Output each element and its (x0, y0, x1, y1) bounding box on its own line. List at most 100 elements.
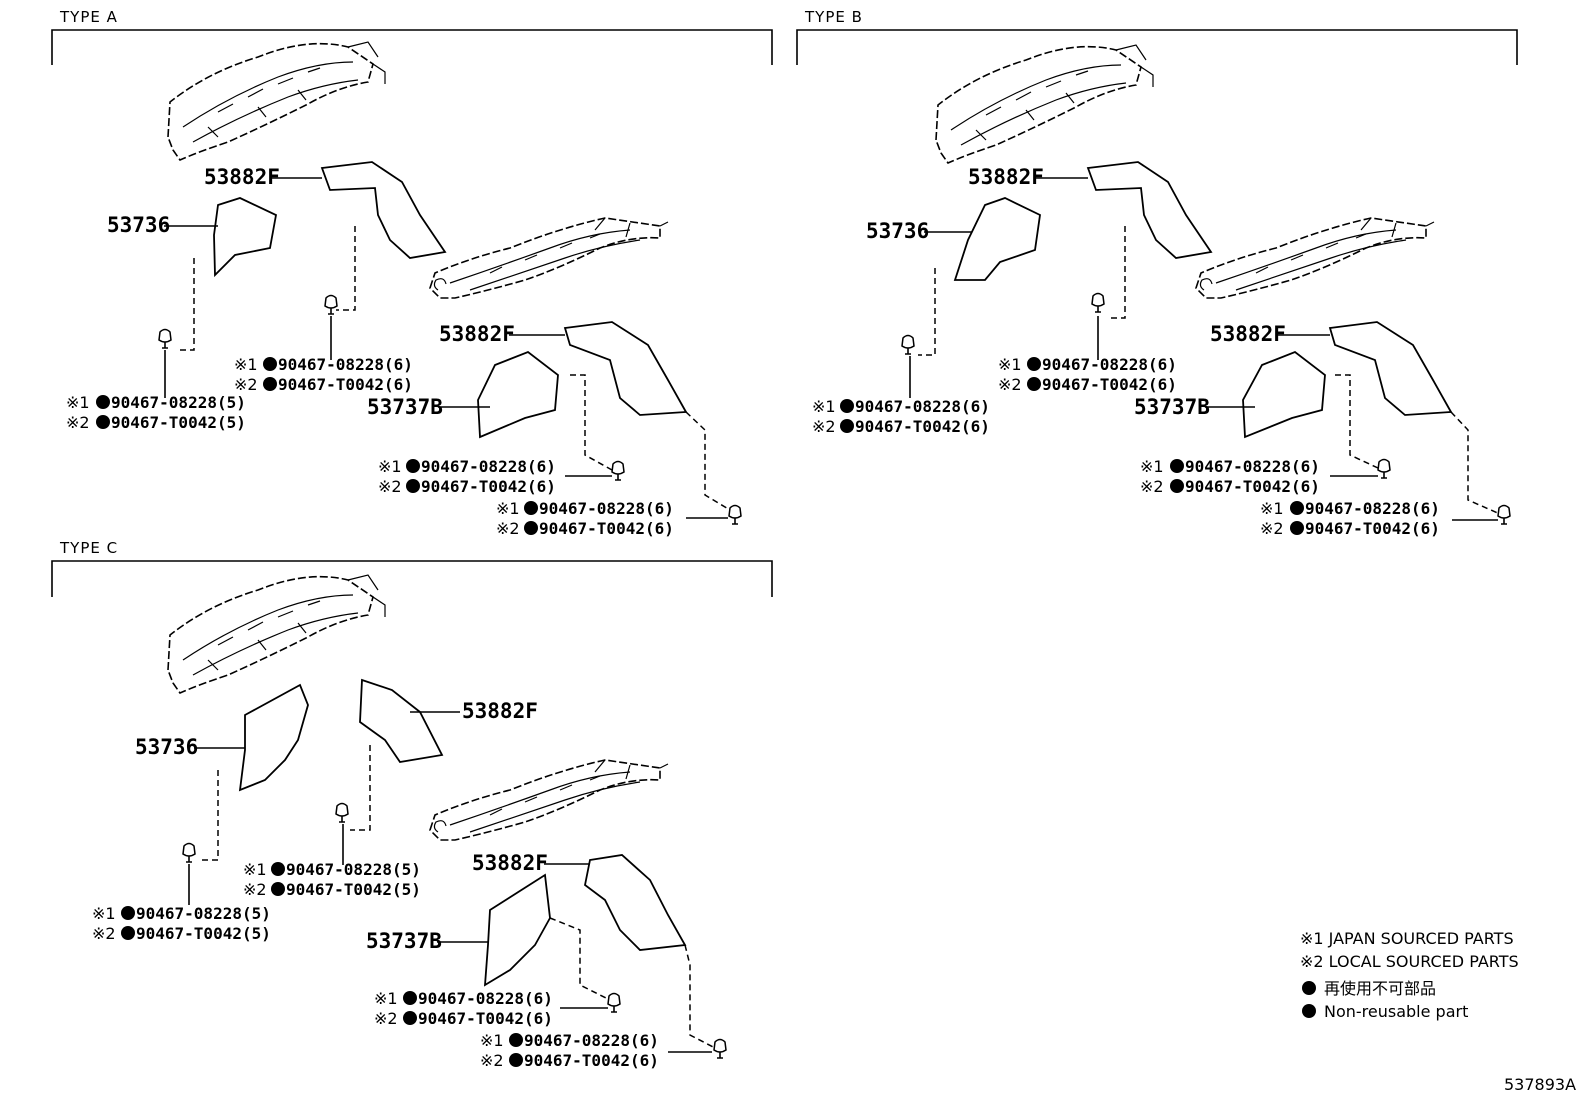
legend-japan-sourced: ※1 JAPAN SOURCED PARTS (1300, 929, 1514, 948)
part-label-lower-seal: 53882F (1210, 322, 1286, 346)
front-guard-shape (213, 197, 278, 278)
svg-text:90467-08228(6): 90467-08228(6) (1185, 457, 1320, 476)
upper-seal-shape (1086, 161, 1213, 259)
part-label-upper-seal: 53882F (462, 699, 538, 723)
clip-icon (158, 328, 172, 349)
rear-guard-shape (477, 350, 559, 439)
fastener-callout: ※1 90467-08228(6) ※2 90467-T0042(6) (480, 1031, 659, 1070)
part-label-lower-seal: 53882F (472, 851, 548, 875)
nonreusable-dot-icon (1302, 981, 1316, 995)
lower-seal-shape (1328, 321, 1453, 416)
part-label-rear-guard: 53737B (1134, 395, 1210, 419)
svg-text:90467-08228(5): 90467-08228(5) (136, 904, 271, 923)
front-guard-shape (953, 197, 1041, 281)
svg-text:※2: ※2 (234, 375, 258, 394)
svg-text:※1: ※1 (1140, 457, 1164, 476)
fastener-callout: ※1 90467-08228(6) ※2 90467-T0042(6) (1260, 499, 1440, 538)
svg-text:90467-T0042(5): 90467-T0042(5) (286, 880, 421, 899)
legend: ※1 JAPAN SOURCED PARTS ※2 LOCAL SOURCED … (1300, 929, 1519, 1021)
legend-local-sourced: ※2 LOCAL SOURCED PARTS (1300, 952, 1519, 971)
svg-text:90467-T0042(6): 90467-T0042(6) (539, 519, 674, 538)
clip-icon (901, 334, 915, 355)
svg-text:90467-08228(5): 90467-08228(5) (111, 393, 246, 412)
fastener-callout: ※1 90467-08228(6) ※2 90467-T0042(6) (378, 457, 556, 496)
svg-text:90467-T0042(6): 90467-T0042(6) (418, 1009, 553, 1028)
legend-nonreusable-en: Non-reusable part (1324, 1002, 1468, 1021)
svg-text:90467-08228(6): 90467-08228(6) (1042, 355, 1177, 374)
svg-text:※2: ※2 (480, 1051, 504, 1070)
upper-seal-shape (320, 161, 447, 259)
part-label-front-guard: 53736 (866, 219, 929, 243)
panel-type-b: TYPE B 53882F 53736 53882F 53737B ※1 904… (796, 8, 1518, 538)
svg-text:90467-T0042(6): 90467-T0042(6) (1185, 477, 1320, 496)
svg-text:※1: ※1 (66, 393, 90, 412)
part-label-rear-guard: 53737B (366, 929, 442, 953)
svg-text:90467-08228(5): 90467-08228(5) (286, 860, 421, 879)
svg-text:90467-08228(6): 90467-08228(6) (278, 355, 413, 374)
part-label-rear-guard: 53737B (367, 395, 443, 419)
svg-text:90467-T0042(5): 90467-T0042(5) (111, 413, 246, 432)
part-label-lower-seal: 53882F (439, 322, 515, 346)
front-fender-liner-illustration (935, 44, 1154, 164)
svg-text:90467-08228(6): 90467-08228(6) (524, 1031, 659, 1050)
fastener-callout: ※1 90467-08228(6) ※2 90467-T0042(6) (998, 355, 1177, 394)
svg-text:90467-T0042(6): 90467-T0042(6) (278, 375, 413, 394)
svg-text:※1: ※1 (92, 904, 116, 923)
fastener-callout: ※1 90467-08228(6) ※2 90467-T0042(6) (234, 355, 413, 394)
fastener-callout: ※1 90467-08228(6) ※2 90467-T0042(6) (496, 499, 674, 538)
svg-text:90467-08228(6): 90467-08228(6) (855, 397, 990, 416)
clip-icon (728, 504, 742, 525)
svg-text:90467-08228(6): 90467-08228(6) (1305, 499, 1440, 518)
fastener-callout: ※1 90467-08228(5) ※2 90467-T0042(5) (92, 904, 271, 943)
svg-text:90467-T0042(6): 90467-T0042(6) (855, 417, 990, 436)
panel-title: TYPE A (59, 8, 118, 26)
fastener-callout: ※1 90467-08228(6) ※2 90467-T0042(6) (812, 397, 990, 436)
svg-text:※1: ※1 (374, 989, 398, 1008)
lower-seal-shape (584, 854, 687, 951)
svg-text:90467-08228(6): 90467-08228(6) (418, 989, 553, 1008)
svg-text:※2: ※2 (998, 375, 1022, 394)
rear-fender-liner-illustration (1195, 217, 1435, 299)
nonreusable-dot-icon (1302, 1004, 1316, 1018)
rear-guard-shape (483, 873, 551, 987)
svg-text:※2: ※2 (812, 417, 836, 436)
svg-text:※1: ※1 (998, 355, 1022, 374)
svg-text:※1: ※1 (480, 1031, 504, 1050)
svg-text:※2: ※2 (378, 477, 402, 496)
svg-text:※2: ※2 (66, 413, 90, 432)
part-label-upper-seal: 53882F (968, 165, 1044, 189)
svg-text:※1: ※1 (496, 499, 520, 518)
clip-icon (335, 802, 349, 823)
svg-text:90467-T0042(6): 90467-T0042(6) (524, 1051, 659, 1070)
rear-guard-shape (1242, 350, 1326, 439)
clip-icon (713, 1038, 727, 1059)
svg-text:※1: ※1 (234, 355, 258, 374)
svg-text:90467-T0042(6): 90467-T0042(6) (1042, 375, 1177, 394)
svg-text:※1: ※1 (243, 860, 267, 879)
svg-text:※2: ※2 (1140, 477, 1164, 496)
svg-text:※1: ※1 (812, 397, 836, 416)
clip-icon (182, 842, 196, 863)
svg-text:※2: ※2 (92, 924, 116, 943)
svg-text:※1: ※1 (378, 457, 402, 476)
clip-icon (1497, 504, 1511, 525)
drawing-code: 537893A (1504, 1075, 1576, 1094)
svg-text:90467-T0042(6): 90467-T0042(6) (421, 477, 556, 496)
fastener-callout: ※1 90467-08228(6) ※2 90467-T0042(6) (374, 989, 553, 1028)
svg-text:※2: ※2 (374, 1009, 398, 1028)
svg-text:90467-08228(6): 90467-08228(6) (421, 457, 556, 476)
front-fender-liner-illustration (167, 41, 386, 161)
fastener-callout: ※1 90467-08228(5) ※2 90467-T0042(5) (243, 860, 421, 899)
legend-nonreusable-jp: 再使用不可部品 (1324, 979, 1436, 998)
fastener-callout: ※1 90467-08228(5) ※2 90467-T0042(5) (66, 393, 246, 432)
clip-icon (607, 992, 621, 1013)
panel-title: TYPE B (804, 8, 863, 26)
clip-icon (611, 460, 625, 481)
part-label-upper-seal: 53882F (204, 165, 280, 189)
clip-icon (1091, 292, 1105, 313)
panel-title: TYPE C (59, 539, 118, 557)
clip-icon (324, 294, 338, 315)
svg-text:※2: ※2 (1260, 519, 1284, 538)
svg-text:90467-08228(6): 90467-08228(6) (539, 499, 674, 518)
